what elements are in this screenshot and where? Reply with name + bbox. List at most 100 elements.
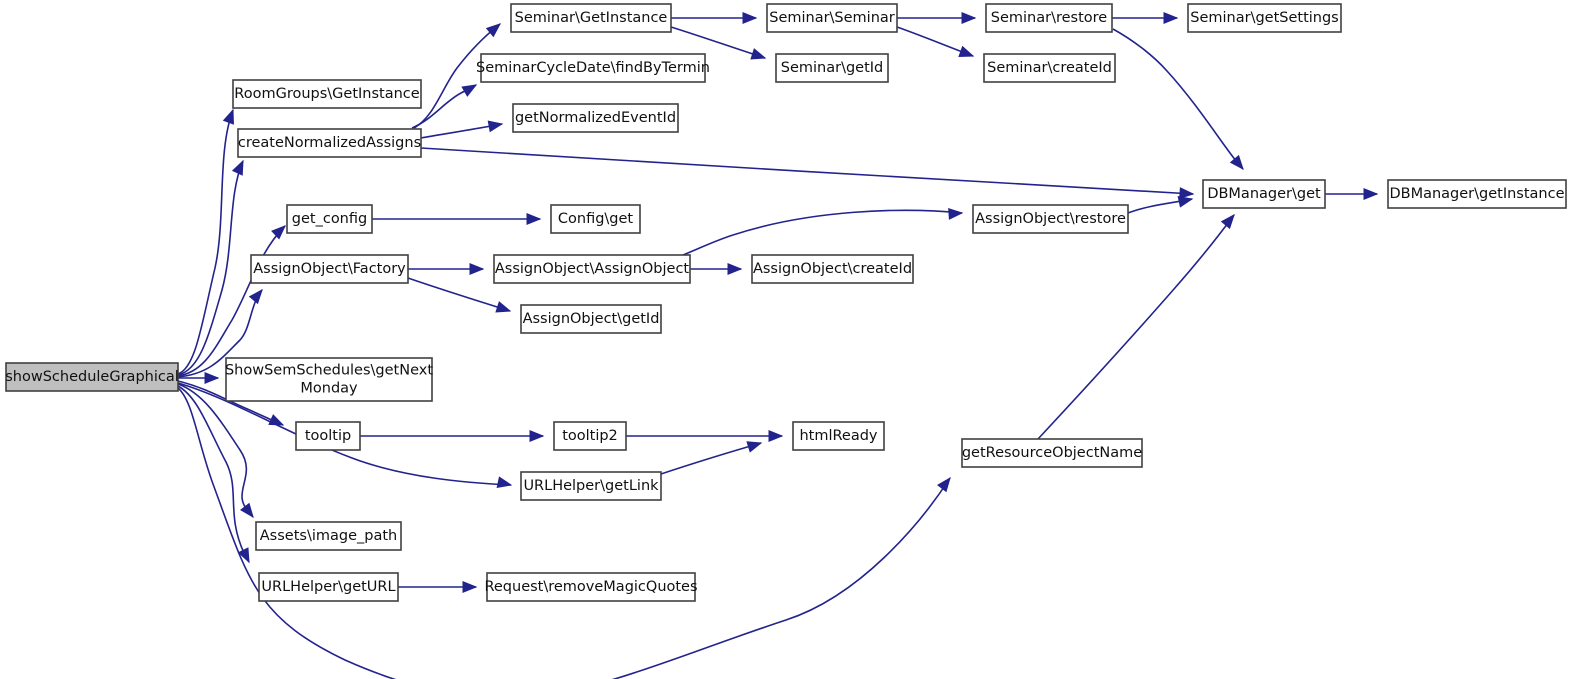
- arrowhead-icon: [742, 12, 758, 24]
- node-Seminar_createId[interactable]: Seminar\createId: [983, 53, 1116, 83]
- arrowhead-icon: [1163, 12, 1179, 24]
- node-box[interactable]: [766, 3, 898, 33]
- arrowhead-icon: [1363, 188, 1379, 200]
- edge-createNormalizedAssigns-to-DBManager_get: [420, 147, 1194, 195]
- node-label: Seminar\createId: [987, 60, 1112, 76]
- node-URLHelper_getLink[interactable]: URLHelper\getLink: [520, 471, 662, 501]
- node-get_config[interactable]: get_config: [286, 204, 373, 234]
- node-box[interactable]: [775, 53, 889, 83]
- node-box[interactable]: [550, 204, 641, 234]
- node-box[interactable]: [486, 572, 696, 602]
- node-htmlReady[interactable]: htmlReady: [792, 421, 885, 451]
- node-box[interactable]: [237, 128, 422, 158]
- node-Config_get[interactable]: Config\get: [550, 204, 641, 234]
- edge-AssignObject_AssignObject-to-AssignObject_restore: [682, 209, 963, 256]
- node-RoomGroups_GetInstance[interactable]: RoomGroups\GetInstance: [232, 79, 422, 109]
- edge-showScheduleGraphical-to-get_config: [177, 225, 286, 377]
- arrowhead-icon: [750, 48, 767, 60]
- node-createNormalizedAssigns[interactable]: createNormalizedAssigns: [237, 128, 422, 158]
- arrowhead-icon: [240, 502, 254, 519]
- arrowhead-icon: [268, 414, 285, 426]
- node-box[interactable]: [295, 421, 361, 451]
- node-box[interactable]: [232, 79, 422, 109]
- arrowhead-icon: [746, 441, 763, 453]
- arrowhead-icon: [461, 84, 478, 97]
- arrowhead-icon: [1220, 213, 1235, 230]
- arrowhead-icon: [937, 476, 951, 493]
- node-Seminar_getSettings[interactable]: Seminar\getSettings: [1187, 3, 1342, 33]
- arrowhead-icon: [469, 263, 485, 275]
- arrowhead-icon: [237, 547, 250, 564]
- node-label: RoomGroups\GetInstance: [234, 86, 419, 102]
- node-box[interactable]: [961, 438, 1143, 468]
- node-label: Seminar\getId: [781, 60, 884, 76]
- node-box[interactable]: [480, 53, 706, 83]
- node-Assets_image_path[interactable]: Assets\image_path: [255, 521, 402, 551]
- node-box[interactable]: [985, 3, 1113, 33]
- node-label: AssignObject\AssignObject: [495, 261, 690, 277]
- node-label: tooltip: [305, 428, 351, 444]
- arrowhead-icon: [526, 213, 542, 225]
- node-box[interactable]: [520, 471, 662, 501]
- node-AssignObject_getId[interactable]: AssignObject\getId: [520, 304, 662, 334]
- node-tooltip[interactable]: tooltip: [295, 421, 361, 451]
- node-AssignObject_createId[interactable]: AssignObject\createId: [751, 254, 914, 284]
- arrowhead-icon: [204, 372, 220, 384]
- node-box[interactable]: [255, 521, 402, 551]
- node-label: htmlReady: [799, 428, 877, 444]
- node-box[interactable]: [1387, 179, 1567, 209]
- node-box[interactable]: [250, 254, 409, 284]
- node-Seminar_Seminar[interactable]: Seminar\Seminar: [766, 3, 898, 33]
- node-DBManager_get[interactable]: DBManager\get: [1202, 179, 1326, 209]
- node-box[interactable]: [258, 572, 399, 602]
- node-box[interactable]: [520, 304, 662, 334]
- node-box[interactable]: [553, 421, 627, 451]
- node-SeminarCycleDate_findByTermin[interactable]: SeminarCycleDate\findByTermin: [476, 53, 710, 83]
- node-Request_removeMagicQuotes[interactable]: Request\removeMagicQuotes: [484, 572, 698, 602]
- edge-createNormalizedAssigns-to-Seminar_GetInstance: [413, 23, 501, 129]
- arrowhead-icon: [248, 288, 263, 305]
- arrowhead-icon: [958, 45, 975, 57]
- node-showScheduleGraphical[interactable]: showScheduleGraphical: [5, 362, 179, 392]
- node-Seminar_restore[interactable]: Seminar\restore: [985, 3, 1113, 33]
- arrowhead-icon: [727, 263, 743, 275]
- node-box[interactable]: [792, 421, 885, 451]
- arrowhead-icon: [1179, 187, 1195, 199]
- edge-showScheduleGraphical-to-getResourceObjectName: [177, 387, 951, 679]
- node-box[interactable]: [493, 254, 691, 284]
- node-box[interactable]: [5, 362, 179, 392]
- edge-showScheduleGraphical-to-AssignObject_Factory: [177, 289, 263, 378]
- node-label: URLHelper\getURL: [261, 579, 395, 595]
- node-getNormalizedEventId[interactable]: getNormalizedEventId: [512, 103, 679, 133]
- node-tooltip2[interactable]: tooltip2: [553, 421, 627, 451]
- node-box[interactable]: [751, 254, 914, 284]
- node-box[interactable]: [510, 3, 672, 33]
- node-box[interactable]: [972, 204, 1129, 234]
- node-AssignObject_AssignObject[interactable]: AssignObject\AssignObject: [493, 254, 691, 284]
- edge-Seminar_restore-to-DBManager_get: [1112, 28, 1244, 170]
- node-box[interactable]: [1187, 3, 1342, 33]
- node-Seminar_GetInstance[interactable]: Seminar\GetInstance: [510, 3, 672, 33]
- node-AssignObject_restore[interactable]: AssignObject\restore: [972, 204, 1129, 234]
- node-box[interactable]: [512, 103, 679, 133]
- node-label: Assets\image_path: [260, 528, 397, 544]
- edge-showScheduleGraphical-to-RoomGroups_GetInstance: [177, 109, 234, 375]
- node-label: get_config: [292, 211, 367, 227]
- node-box[interactable]: [225, 357, 433, 402]
- node-DBManager_getInstance[interactable]: DBManager\getInstance: [1387, 179, 1567, 209]
- node-AssignObject_Factory[interactable]: AssignObject\Factory: [250, 254, 409, 284]
- arrowhead-icon: [222, 108, 234, 125]
- node-URLHelper_getURL[interactable]: URLHelper\getURL: [258, 572, 399, 602]
- arrowhead-icon: [948, 208, 964, 220]
- node-label: Seminar\GetInstance: [515, 10, 668, 26]
- node-Seminar_getId[interactable]: Seminar\getId: [775, 53, 889, 83]
- node-box[interactable]: [983, 53, 1116, 83]
- arrowhead-icon: [231, 159, 244, 176]
- node-box[interactable]: [1202, 179, 1326, 209]
- node-label: Seminar\Seminar: [769, 10, 895, 26]
- node-getResourceObjectName[interactable]: getResourceObjectName: [961, 438, 1143, 468]
- node-box[interactable]: [286, 204, 373, 234]
